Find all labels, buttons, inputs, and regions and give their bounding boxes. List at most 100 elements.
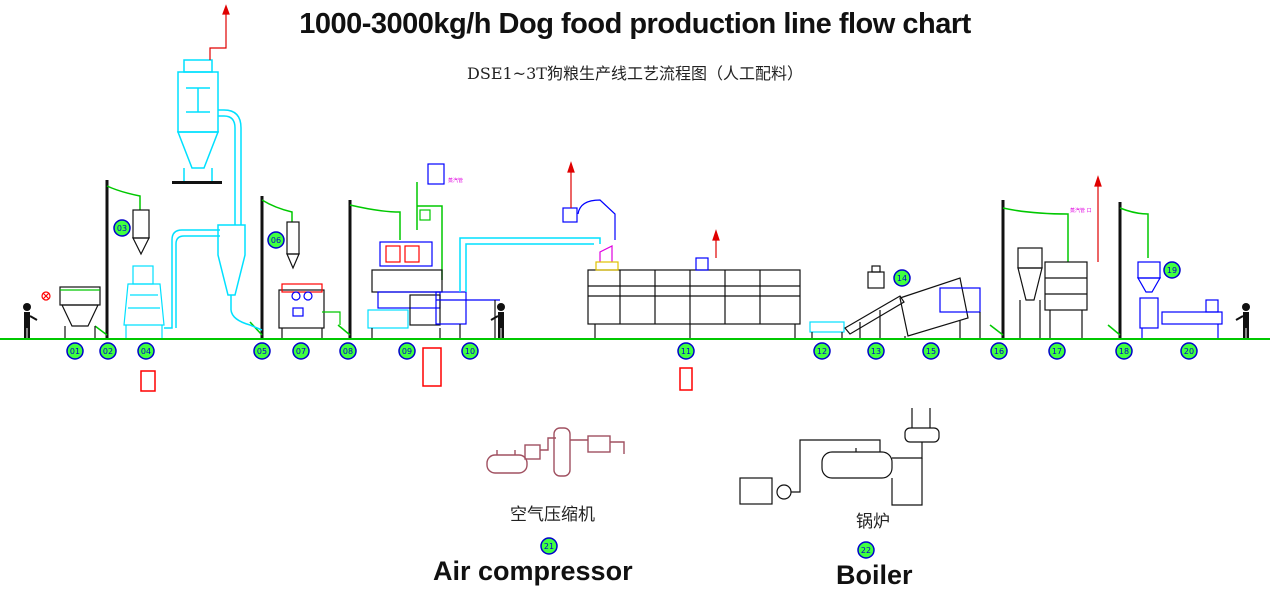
- exhaust-arrow-2: [567, 161, 1102, 262]
- cooler-17: [1017, 247, 1088, 338]
- station-marker-number: 05: [257, 347, 267, 356]
- station-marker-02: 02: [99, 342, 117, 360]
- pneumatic-cyclone-system: [164, 59, 263, 331]
- operator-figure-right: [1235, 303, 1250, 338]
- station-marker-number: 11: [681, 347, 691, 356]
- station-marker-ring: [1163, 261, 1181, 279]
- operator-figure-mid: [490, 303, 505, 338]
- station-marker-17: 17: [1048, 342, 1066, 360]
- station-marker-ring: [1115, 342, 1133, 360]
- conveyor-10: [435, 291, 500, 338]
- station-marker-07: 07: [292, 342, 310, 360]
- station-marker-ring: [253, 342, 271, 360]
- conveyor-posts: [105, 180, 1122, 338]
- station-marker-ring: [893, 269, 911, 287]
- aux-marker-ring: [857, 541, 875, 559]
- station-marker-01: 01: [66, 342, 84, 360]
- air-compressor-drawing: [486, 427, 625, 477]
- station-marker-12: 12: [813, 342, 831, 360]
- station-marker-ring: [99, 342, 117, 360]
- airflow-pipe: [459, 237, 601, 292]
- air-compressor-cn-label: 空气压缩机: [510, 505, 595, 525]
- station-marker-number: 17: [1052, 347, 1062, 356]
- elevator-13: [844, 295, 905, 338]
- station-marker-ring: [677, 342, 695, 360]
- station-marker-number: 13: [871, 347, 881, 356]
- packing-machine-20: [1136, 261, 1223, 338]
- station-marker-ring: [990, 342, 1008, 360]
- control-cabinets: [140, 347, 693, 392]
- station-marker-ring: [292, 342, 310, 360]
- station-marker-number: 14: [897, 274, 907, 283]
- station-marker-number: 07: [296, 347, 306, 356]
- station-marker-ring: [1180, 342, 1198, 360]
- aux-marker-22: 22: [857, 541, 875, 559]
- station-marker-ring: [66, 342, 84, 360]
- note-small-1: 蒸汽管: [448, 177, 463, 184]
- station-marker-08: 08: [339, 342, 357, 360]
- station-marker-ring: [461, 342, 479, 360]
- preconditioner-07: [278, 221, 341, 338]
- boiler-cn-label: 锅炉: [856, 512, 890, 532]
- station-marker-number: 08: [343, 347, 353, 356]
- extruder-09: [367, 163, 445, 338]
- chart-subtitle: DSE1~3T狗粮生产线工艺流程图（人工配料）: [467, 64, 803, 83]
- station-marker-number: 18: [1119, 347, 1129, 356]
- station-marker-19: 19: [1163, 261, 1181, 279]
- station-marker-16: 16: [990, 342, 1008, 360]
- air-compressor-label: Air compressor: [433, 556, 633, 586]
- station-marker-11: 11: [677, 342, 695, 360]
- station-marker-04: 04: [137, 342, 155, 360]
- station-marker-ring: [113, 219, 131, 237]
- station-marker-number: 20: [1184, 347, 1194, 356]
- station-marker-number: 19: [1167, 266, 1177, 275]
- vibrating-screen-12: [809, 321, 845, 338]
- station-marker-ring: [813, 342, 831, 360]
- station-marker-10: 10: [461, 342, 479, 360]
- aux-marker-number: 21: [544, 542, 554, 551]
- station-markers: 01 02 03 04 05 06 07 08 09 10 11 12 13 14 15 16 17 18 19 20: [66, 219, 1198, 360]
- station-marker-09: 09: [398, 342, 416, 360]
- operator-figure-left: [23, 303, 38, 338]
- station-marker-ring: [339, 342, 357, 360]
- boiler-drawing: [739, 408, 940, 506]
- mixer-01: [41, 286, 101, 338]
- station-marker-number: 03: [117, 224, 127, 233]
- station-marker-ring: [1048, 342, 1066, 360]
- station-marker-number: 12: [817, 347, 827, 356]
- platform-base: [172, 181, 222, 184]
- aux-marker-ring: [540, 537, 558, 555]
- station-marker-18: 18: [1115, 342, 1133, 360]
- station-marker-number: 04: [141, 347, 151, 356]
- exhaust-arrow-1: [209, 4, 230, 60]
- chart-title: 1000-3000kg/h Dog food production line f…: [299, 8, 971, 40]
- aux-marker-number: 22: [861, 546, 871, 555]
- station-marker-number: 06: [271, 236, 281, 245]
- station-marker-06: 06: [267, 231, 285, 249]
- station-marker-13: 13: [867, 342, 885, 360]
- station-marker-14: 14: [893, 269, 911, 287]
- station-marker-ring: [137, 342, 155, 360]
- station-marker-05: 05: [253, 342, 271, 360]
- station-marker-ring: [867, 342, 885, 360]
- crusher-04: [123, 209, 165, 338]
- boiler-label: Boiler: [836, 560, 913, 590]
- aux-marker-21: 21: [540, 537, 558, 555]
- station-marker-number: 16: [994, 347, 1004, 356]
- station-marker-15: 15: [922, 342, 940, 360]
- station-marker-ring: [267, 231, 285, 249]
- station-marker-ring: [922, 342, 940, 360]
- transfer-hoses: [94, 182, 1149, 336]
- station-marker-number: 10: [465, 347, 475, 356]
- note-small-2: 蒸汽管 口: [1070, 207, 1092, 214]
- station-marker-20: 20: [1180, 342, 1198, 360]
- station-marker-ring: [398, 342, 416, 360]
- station-marker-number: 09: [402, 347, 412, 356]
- dryer-11: [562, 199, 801, 338]
- station-marker-number: 01: [70, 347, 80, 356]
- station-marker-number: 15: [926, 347, 936, 356]
- station-marker-number: 02: [103, 347, 113, 356]
- coating-drum-15: [867, 265, 981, 338]
